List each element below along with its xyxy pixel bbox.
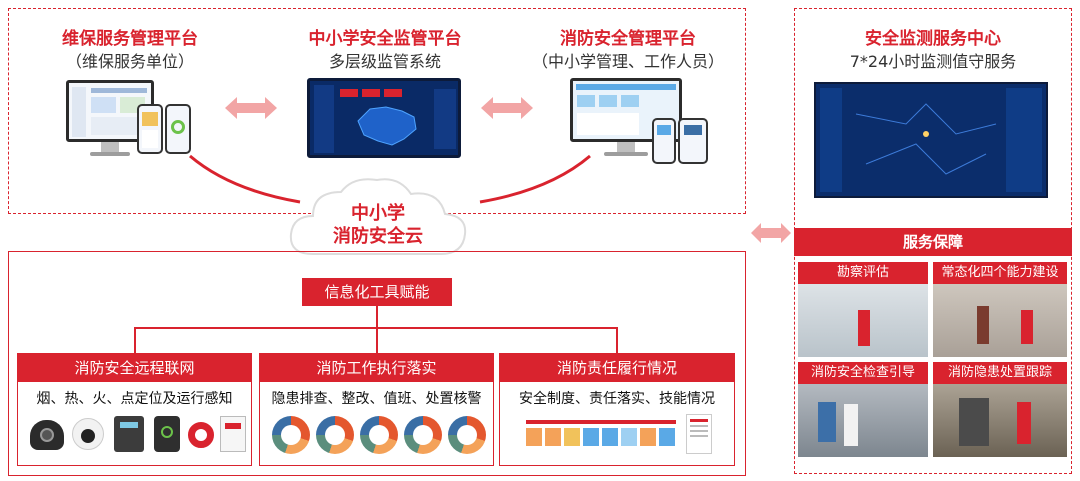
monitor-center-subtitle: 7*24小时监测值守服务 xyxy=(849,52,1017,71)
photo-capability: 常态化四个能力建设 xyxy=(933,262,1067,357)
maintenance-platform-title: 维保服务管理平台 xyxy=(62,29,198,49)
donut-chart-icon xyxy=(316,416,354,454)
photo-caption: 消防隐患处置跟踪 xyxy=(933,362,1067,384)
photo-caption: 常态化四个能力建设 xyxy=(933,262,1067,284)
double-arrow-icon-2 xyxy=(481,97,533,119)
donut-chart-icon xyxy=(404,416,442,454)
report-sheet-icon xyxy=(686,414,712,454)
photo-caption: 勘察评估 xyxy=(798,262,928,284)
maintenance-phone-icon xyxy=(137,104,163,154)
photo-hazard-tracking: 消防隐患处置跟踪 xyxy=(933,362,1067,457)
fire-mgmt-platform-title: 消防安全管理平台 xyxy=(560,29,696,49)
column-header: 消防责任履行情况 xyxy=(500,354,734,382)
connection-arcs xyxy=(189,154,591,204)
fire-mgmt-phone-icon-2 xyxy=(678,118,708,164)
fire-mgmt-phone-icon xyxy=(652,118,676,164)
column-responsibility: 消防责任履行情况 安全制度、责任落实、技能情况 xyxy=(499,353,735,466)
photo-inspection: 消防安全检查引导 xyxy=(798,362,928,457)
cloud-title-line2: 消防安全云 xyxy=(333,226,423,247)
turret-camera-icon xyxy=(72,418,104,450)
tree-connector-right xyxy=(616,327,618,353)
double-arrow-icon-3 xyxy=(751,223,791,243)
access-reader-icon xyxy=(154,416,180,452)
column-description: 烟、热、火、点定位及运行感知 xyxy=(36,391,233,407)
column-description: 安全制度、责任落实、技能情况 xyxy=(519,391,715,407)
maintenance-phone-icon-2 xyxy=(165,104,191,154)
service-header: 服务保障 xyxy=(794,228,1072,256)
current-sensor-icon xyxy=(188,422,214,448)
column-description: 隐患排查、整改、值班、处置核警 xyxy=(271,391,482,407)
fire-mgmt-platform-subtitle: （中小学管理、工作人员） xyxy=(531,52,724,71)
status-tiles-icon xyxy=(526,420,676,450)
tree-connector-stem xyxy=(376,306,378,328)
dome-camera-icon xyxy=(30,420,64,450)
empower-label: 信息化工具赋能 xyxy=(302,278,452,306)
tree-connector-left xyxy=(134,327,136,353)
column-execution: 消防工作执行落实 隐患排查、整改、值班、处置核警 xyxy=(259,353,494,466)
photo-caption: 消防安全检查引导 xyxy=(798,362,928,384)
donut-chart-icon xyxy=(448,416,486,454)
monitor-center-title: 安全监测服务中心 xyxy=(865,29,1001,49)
donut-chart-icon xyxy=(272,416,310,454)
supervision-platform-subtitle: 多层级监管系统 xyxy=(328,52,441,71)
column-header: 消防安全远程联网 xyxy=(18,354,251,382)
cloud-title-line1: 中小学 xyxy=(351,203,405,224)
column-header: 消防工作执行落实 xyxy=(260,354,493,382)
monitor-center-screen xyxy=(814,82,1048,198)
photo-survey: 勘察评估 xyxy=(798,262,928,357)
double-arrow-icon xyxy=(225,97,277,119)
control-panel-icon xyxy=(114,416,144,452)
tree-connector-middle xyxy=(376,327,378,353)
donut-chart-icon xyxy=(360,416,398,454)
column-remote-network: 消防安全远程联网 烟、热、火、点定位及运行感知 xyxy=(17,353,252,466)
maintenance-platform-subtitle: （维保服务单位） xyxy=(65,52,194,71)
supervision-platform-title: 中小学安全监管平台 xyxy=(308,29,462,49)
cloud-icon xyxy=(289,178,467,255)
supervision-screen-icon xyxy=(307,78,461,160)
breaker-module-icon xyxy=(220,416,246,452)
tools-box xyxy=(8,251,746,476)
